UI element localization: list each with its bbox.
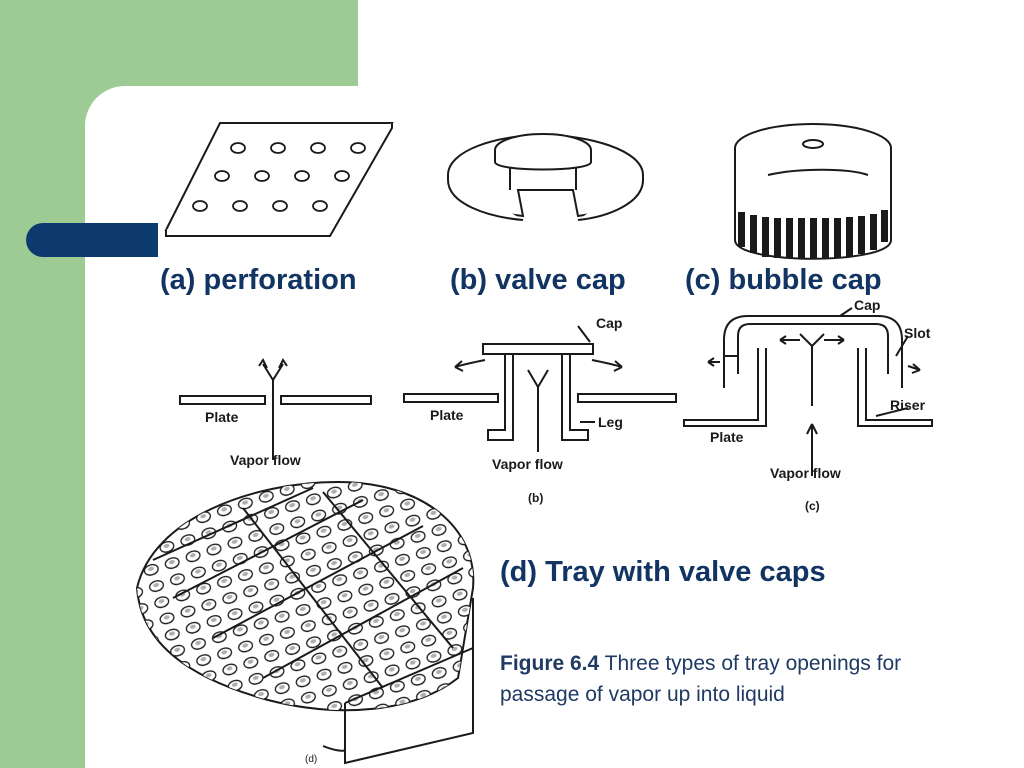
- perforation-section-drawing: Plate Vapor flow: [179, 358, 372, 468]
- slot-label-c: Slot: [904, 325, 931, 341]
- vapor-label-c: Vapor flow: [770, 465, 841, 481]
- vapor-label-a: Vapor flow: [230, 452, 301, 468]
- tag-label-b: (b): [528, 491, 543, 505]
- leg-label-b: Leg: [598, 414, 623, 430]
- vapor-label-b: Vapor flow: [492, 456, 563, 472]
- tag-label-c: (c): [805, 499, 820, 513]
- valve-section-drawing: Cap Plate Leg Vapor flow (b): [403, 315, 677, 505]
- label-perforation: (a) perforation: [160, 264, 357, 296]
- label-bubble-cap: (c) bubble cap: [685, 264, 882, 296]
- valve-cap-drawing: [446, 133, 645, 221]
- label-valve-cap: (b) valve cap: [450, 264, 626, 296]
- bubble-cap-drawing: [734, 123, 892, 260]
- accent-tab: [26, 223, 158, 257]
- tag-label-d: (d): [305, 754, 317, 765]
- perforated-plate-drawing: [164, 122, 394, 237]
- cap-label-b: Cap: [596, 315, 622, 331]
- plate-label-b: Plate: [430, 407, 464, 423]
- plate-label-a: Plate: [205, 409, 239, 425]
- figure-number: Figure 6.4: [500, 652, 600, 675]
- bubble-section-drawing: Cap Slot Riser Plate Vapor flow (c): [683, 297, 933, 513]
- figure-caption: Figure 6.4 Three types of tray openings …: [500, 648, 1000, 710]
- label-tray: (d) Tray with valve caps: [500, 556, 826, 588]
- riser-label-c: Riser: [890, 397, 926, 413]
- plate-label-c: Plate: [710, 429, 744, 445]
- caption-line-2: passage of vapor up into liquid: [500, 683, 785, 706]
- valve-tray-drawing: (d): [135, 480, 475, 765]
- caption-line-1: Three types of tray openings for: [599, 652, 902, 675]
- cap-label-c: Cap: [854, 297, 880, 313]
